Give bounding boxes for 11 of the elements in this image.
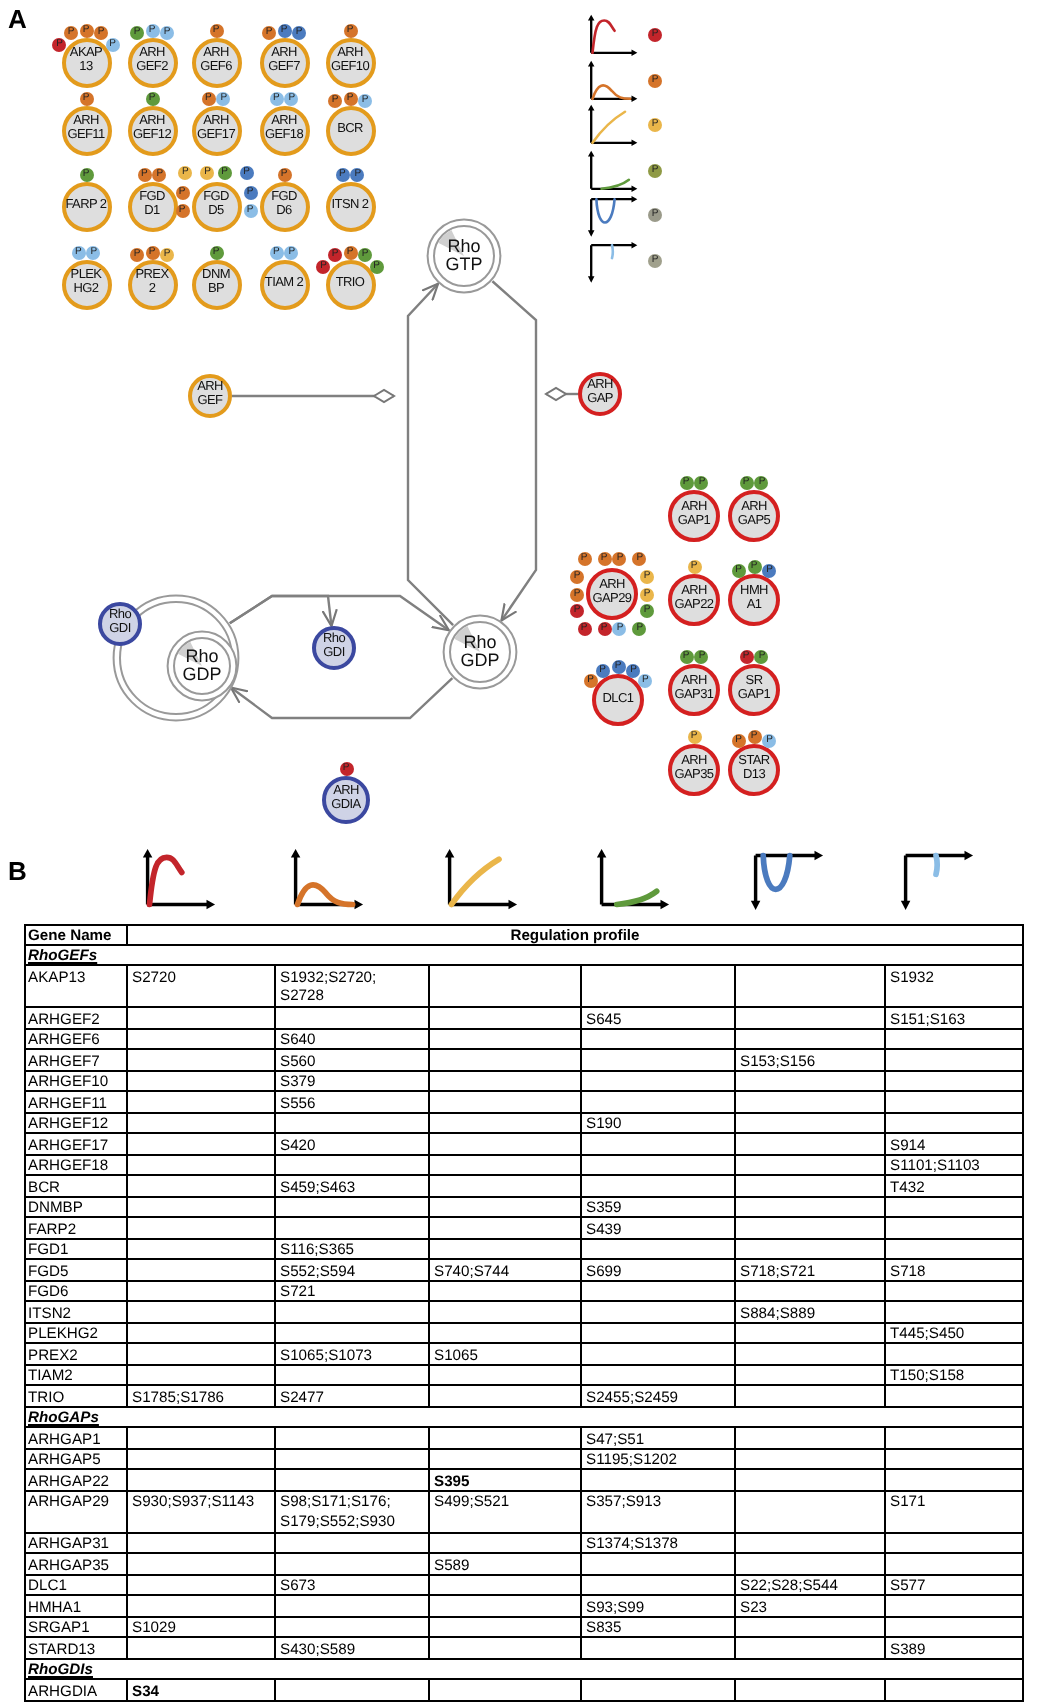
node-label: Rho GDP (458, 634, 502, 670)
connector-line (232, 389, 395, 403)
arrow (491, 280, 538, 622)
connector-line (545, 387, 578, 401)
node-label: Rho GDP (180, 648, 224, 684)
arrow (406, 282, 454, 626)
arrow (229, 594, 338, 628)
node-label: Rho GTP (443, 238, 485, 274)
panel-letter: A (8, 4, 27, 34)
arrow (229, 677, 454, 720)
panel-letter: B (8, 856, 27, 886)
